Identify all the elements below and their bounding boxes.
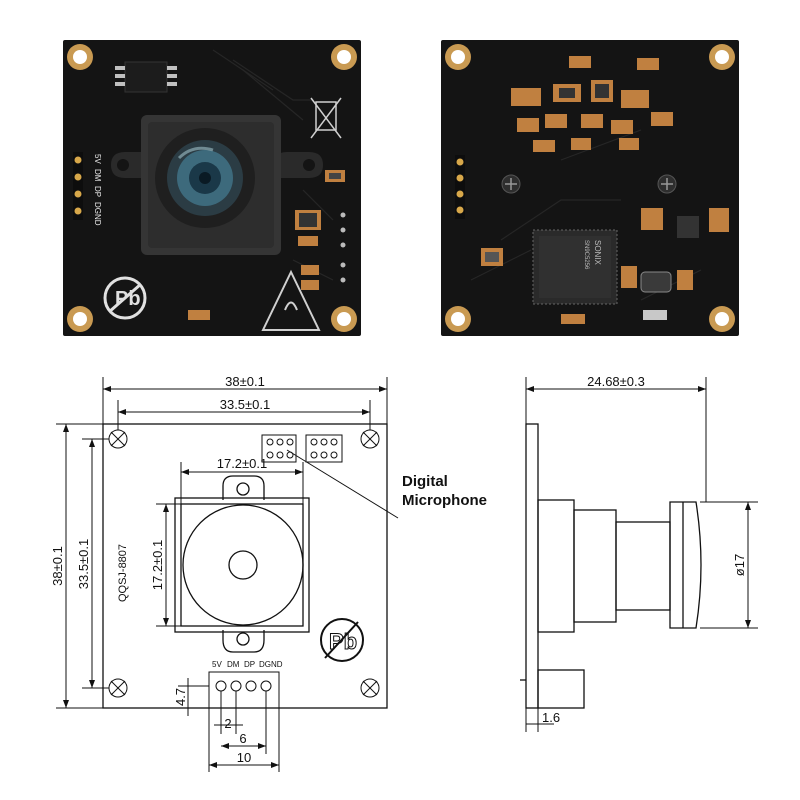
smd-resistor bbox=[188, 310, 210, 320]
lens-holder bbox=[174, 475, 310, 653]
smd-components bbox=[511, 56, 673, 152]
pin-label-dgnd: DGND bbox=[93, 202, 102, 226]
front-board-photo: 5V DM DP DGND Pb bbox=[63, 40, 361, 336]
screw-icon bbox=[657, 174, 677, 194]
dim-width-outer: 38±0.1 bbox=[225, 374, 265, 389]
mounting-hole bbox=[709, 306, 735, 332]
mounting-hole bbox=[445, 306, 471, 332]
side-profile bbox=[520, 423, 702, 709]
pin-header bbox=[73, 152, 83, 220]
eeprom-chip bbox=[115, 61, 177, 93]
esd-warning-icon bbox=[261, 269, 321, 331]
mounting-hole bbox=[360, 678, 380, 698]
dim-pin-pitch: 2 bbox=[224, 716, 231, 731]
pin-label-dp: DP bbox=[93, 186, 102, 197]
lead-free-icon: Pb bbox=[103, 276, 147, 320]
dim-lens-height: 17.2±0.1 bbox=[150, 540, 165, 591]
mounting-hole bbox=[709, 44, 735, 70]
dimension-arrows bbox=[63, 386, 387, 768]
mounting-hole bbox=[331, 44, 357, 70]
callout-line-2: Microphone bbox=[402, 492, 487, 509]
pin-label-dm: DM bbox=[93, 169, 102, 182]
dim-pin-span: 6 bbox=[239, 731, 246, 746]
digital-microphone-label: Digital Microphone bbox=[402, 472, 487, 510]
pin-header bbox=[455, 155, 465, 219]
mounting-hole bbox=[108, 429, 128, 449]
dimension-lines bbox=[525, 377, 758, 732]
mounting-hole bbox=[445, 44, 471, 70]
smd-components bbox=[481, 208, 729, 324]
pin-label-dm: DM bbox=[227, 660, 240, 669]
chip-label: SONIX bbox=[593, 240, 602, 266]
side-dimension-drawing: 24.68±0.3 ø17 1.6 bbox=[520, 374, 758, 732]
lead-free-icon: Pb bbox=[320, 618, 364, 662]
dim-lens-diameter: ø17 bbox=[732, 554, 747, 576]
model-number: QQSJ-8807 bbox=[117, 544, 129, 602]
mounting-hole bbox=[67, 306, 93, 332]
svg-text:Pb: Pb bbox=[115, 288, 141, 310]
pin-label-5v: 5V bbox=[93, 154, 102, 164]
weee-bin-icon bbox=[310, 97, 342, 139]
usb-connector bbox=[208, 671, 280, 709]
main-controller-chip: SONIX SN9C5256 bbox=[532, 229, 618, 305]
mounting-hole bbox=[331, 306, 357, 332]
dim-depth: 24.68±0.3 bbox=[587, 374, 645, 389]
pin-label-5v: 5V bbox=[212, 660, 222, 669]
dim-height-holes: 33.5±0.1 bbox=[76, 539, 91, 590]
mounting-hole bbox=[108, 678, 128, 698]
mounting-hole bbox=[67, 44, 93, 70]
pin-label-dp: DP bbox=[244, 660, 255, 669]
dimension-arrows bbox=[526, 386, 751, 628]
microphone-pad bbox=[305, 434, 343, 463]
dim-width-holes: 33.5±0.1 bbox=[220, 397, 271, 412]
dim-lens-width: 17.2±0.1 bbox=[217, 456, 268, 471]
smd-components bbox=[295, 170, 346, 290]
dimension-lines bbox=[56, 377, 388, 772]
dim-height-outer: 38±0.1 bbox=[50, 546, 65, 586]
dim-pin-offset: 4.7 bbox=[173, 688, 188, 706]
front-dimension-drawing: Pb QQSJ-8807 5V DM DP DGND bbox=[50, 374, 399, 772]
back-board-photo: SONIX SN9C5256 bbox=[441, 40, 739, 336]
mounting-hole bbox=[360, 429, 380, 449]
screw-icon bbox=[501, 174, 521, 194]
camera-lens bbox=[155, 128, 255, 228]
pin-label-dgnd: DGND bbox=[259, 660, 283, 669]
chip-label: SN9C5256 bbox=[583, 240, 589, 270]
callout-line-1: Digital bbox=[402, 473, 448, 490]
dim-board-thickness: 1.6 bbox=[542, 710, 560, 725]
dim-connector-width: 10 bbox=[237, 750, 251, 765]
microphone-pad bbox=[261, 434, 297, 463]
callout-leader bbox=[286, 449, 399, 519]
